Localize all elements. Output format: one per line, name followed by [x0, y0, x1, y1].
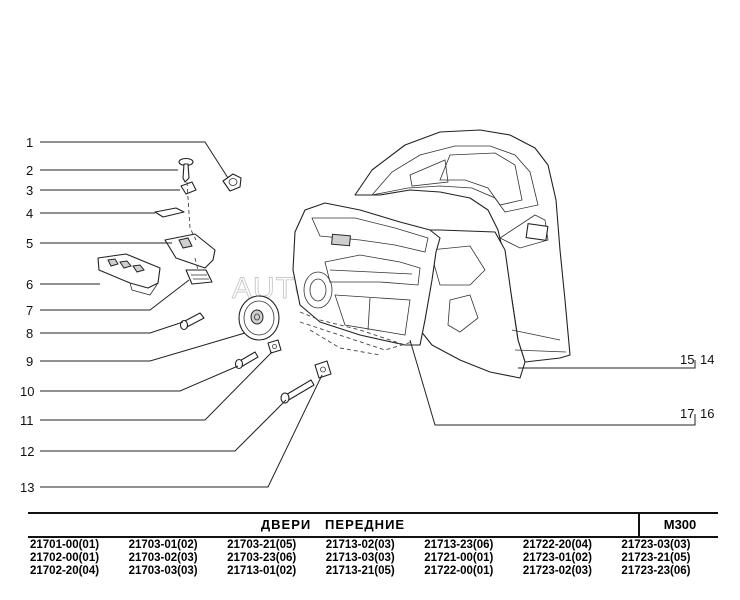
model-code: 21701-00(01) [30, 539, 100, 551]
part-13-clip-nut [314, 360, 332, 379]
model-code: 21713-02(03) [325, 539, 395, 551]
model-code: 21713-01(02) [227, 565, 297, 577]
callout-6: 6 [26, 277, 33, 292]
diagram-title: ДВЕРИ ПЕРЕДНИЕ [260, 517, 406, 532]
model-code: 21713-03(03) [325, 552, 395, 564]
callout-4: 4 [26, 206, 33, 221]
model-code: 21722-20(04) [522, 539, 592, 551]
model-code: 21723-21(05) [621, 552, 691, 564]
model-code: 21702-20(04) [30, 565, 100, 577]
model-code: 21721-00(01) [424, 552, 494, 564]
part-4-cover [154, 207, 185, 218]
parts-diagram: AUTOPITER.RU [20, 129, 714, 495]
callout-3: 3 [26, 183, 33, 198]
callout-7: 7 [26, 303, 33, 318]
model-code: 21703-21(05) [227, 539, 297, 551]
title-bar: ДВЕРИ ПЕРЕДНИЕ M300 [28, 512, 718, 538]
door-trim-panel [292, 202, 441, 356]
part-2-screw [178, 157, 194, 183]
part-9-speaker [238, 295, 280, 341]
part-10-screw [234, 351, 259, 370]
callout-14: 14 [700, 352, 714, 367]
callout-10: 10 [20, 384, 34, 399]
part-5-switch-housing [164, 233, 216, 269]
callout-numbers: 1 2 3 4 5 6 7 8 9 10 11 12 13 15 14 17 1… [20, 135, 714, 495]
part-1-clip [222, 173, 242, 192]
model-code: 21723-03(03) [621, 539, 691, 551]
model-code: 21713-23(06) [424, 539, 494, 551]
callout-2: 2 [26, 163, 33, 178]
part-8-screw [179, 312, 205, 331]
model-code: 21703-02(03) [128, 552, 198, 564]
part-12-screw [280, 379, 315, 404]
callout-13: 13 [20, 480, 34, 495]
model-list: 21701-00(01) 21703-01(02) 21703-21(05) 2171… [30, 539, 720, 577]
callout-1: 1 [26, 135, 33, 150]
model-code: 21703-01(02) [128, 539, 198, 551]
model-code: 21702-00(01) [30, 552, 100, 564]
callout-17: 17 [680, 406, 694, 421]
leader-lines [40, 141, 696, 488]
callout-11: 11 [20, 413, 34, 428]
model-code: 21723-23(06) [621, 565, 691, 577]
model-code: 21703-23(06) [227, 552, 297, 564]
part-3-bracket [180, 181, 197, 195]
part-11-clip-nut [267, 339, 282, 354]
model-code: 21703-03(03) [128, 565, 198, 577]
model-code: 21713-21(05) [325, 565, 395, 577]
part-7-connector [185, 269, 213, 285]
diagram-code: M300 [638, 514, 720, 536]
callout-12: 12 [20, 444, 34, 459]
part-6-window-switch-block [97, 253, 161, 296]
callout-8: 8 [26, 326, 33, 341]
callout-9: 9 [26, 354, 33, 369]
callout-5: 5 [26, 236, 33, 251]
model-code: 21723-02(03) [522, 565, 592, 577]
callout-16: 16 [700, 406, 714, 421]
callout-15: 15 [680, 352, 694, 367]
model-code: 21723-01(02) [522, 552, 592, 564]
model-code: 21722-00(01) [424, 565, 494, 577]
